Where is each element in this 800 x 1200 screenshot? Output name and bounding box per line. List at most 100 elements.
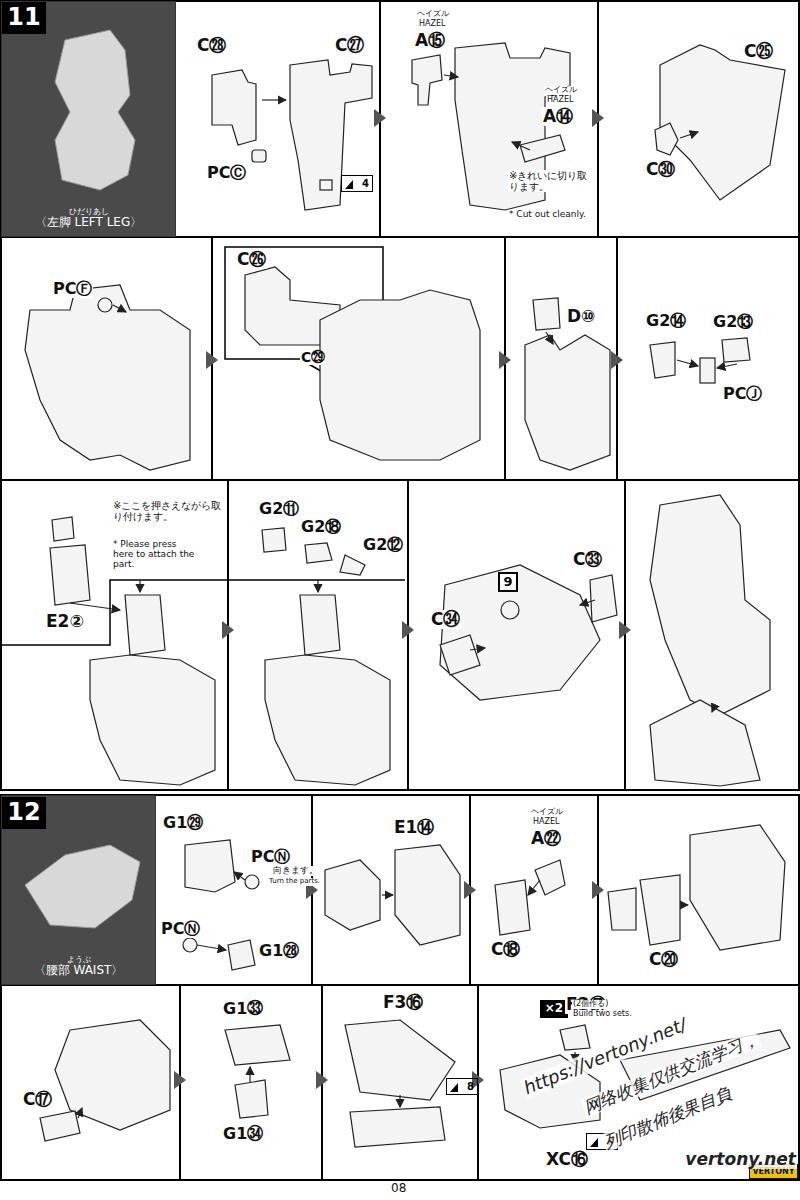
part-outline: [234, 872, 245, 880]
part-callout: D⑩: [566, 307, 597, 326]
part-callout: C㉗: [334, 36, 365, 55]
node-text: 8: [467, 1081, 474, 1093]
note-text: ヘイズル: [544, 86, 578, 95]
part-outline: [464, 881, 476, 899]
note-text: 08: [390, 1182, 407, 1195]
step-number: 11: [2, 2, 46, 34]
part-outline: [212, 70, 256, 145]
part-outline: [1, 1, 799, 790]
node-text: 〈左脚 LEFT LEG〉: [35, 216, 142, 230]
cut-reference: 4: [341, 175, 373, 192]
node-text: ようぶ: [67, 955, 91, 964]
part-outline: [677, 360, 698, 366]
part-callout: PCⒻ: [52, 280, 93, 298]
part-outline: [345, 180, 353, 189]
note-text: * Please press here to attach the part.: [112, 540, 198, 570]
part-outline: [235, 1080, 268, 1118]
part-callout: XC⑯: [545, 1150, 589, 1169]
part-callout: A⑮: [414, 31, 446, 50]
node-text: 4: [362, 178, 369, 190]
part-outline: [340, 555, 365, 575]
note-text: (2個作る): [572, 1000, 609, 1009]
part-outline: [590, 575, 617, 622]
part-outline: [125, 595, 165, 655]
part-outline: [395, 845, 460, 945]
part-callout: G2⑫: [362, 536, 404, 554]
part-outline: [139, 580, 140, 592]
part-outline: [206, 351, 218, 369]
part-callout: C⑳: [648, 950, 679, 969]
note-text: ヘイズル: [416, 10, 450, 19]
part-outline: [25, 285, 190, 470]
part-outline: [560, 1025, 590, 1050]
section-panel: ひだりあし〈左脚 LEFT LEG〉: [1, 1, 176, 237]
part-outline: [222, 621, 234, 639]
part-outline: [690, 825, 785, 950]
part-outline: [640, 875, 680, 945]
node-text: 11: [7, 4, 40, 32]
part-outline: [470, 648, 485, 650]
part-outline: [325, 860, 380, 930]
node-text: ひだりあし: [69, 207, 109, 216]
part-outline: [660, 45, 785, 200]
part-callout: G2⑭: [645, 312, 687, 330]
step-number: 12: [2, 797, 46, 829]
part-outline: [345, 1020, 455, 1100]
note-text: ヘイズル: [530, 808, 564, 817]
part-outline: [252, 150, 266, 162]
part-outline: [650, 700, 760, 786]
header-panels: [1, 1, 176, 985]
part-callout: G1㉘: [258, 942, 300, 960]
part-callout: E1⑭: [393, 818, 435, 837]
part-outline: [590, 1138, 598, 1147]
note-text: HAZEL: [546, 96, 574, 105]
part-outline: [185, 840, 235, 892]
part-outline: [712, 705, 715, 712]
part-outline: [722, 338, 750, 362]
part-outline: [374, 109, 386, 127]
cut-icons: [345, 180, 598, 1147]
node-text: 〈腰部 WAIST〉: [34, 964, 124, 978]
part-outline: [592, 881, 604, 899]
node-text: ×2: [545, 1002, 563, 1016]
part-callout: C㉚: [645, 160, 676, 179]
part-callout: PCⒸ: [206, 164, 247, 182]
part-outline: [655, 123, 678, 155]
watermark-text: 网络收集仅供交流学习，: [580, 1029, 762, 1117]
part-outline: [40, 1111, 80, 1141]
part-outline: [25, 845, 140, 928]
part-outline: [399, 1095, 400, 1107]
part-outline: [499, 351, 511, 369]
part-outline: [525, 335, 610, 470]
part-callout: F3⑯: [382, 993, 424, 1012]
cut-reference: 8: [446, 1078, 478, 1095]
part-outline: [440, 635, 480, 675]
part-outline: [98, 298, 112, 312]
part-outline: [650, 342, 675, 378]
part-outline: [412, 55, 442, 105]
part-callout: PCⓃ: [250, 848, 291, 866]
part-outline: [535, 860, 565, 895]
part-callout: C㉕: [743, 42, 774, 61]
part-outline: [320, 290, 480, 460]
note-text: 向きます。: [272, 866, 319, 876]
part-outline: [682, 904, 688, 905]
part-outline: [592, 109, 604, 127]
node-text: 9: [503, 575, 512, 590]
part-outline: [1, 795, 799, 1180]
part-outline: [50, 545, 90, 605]
part-outline: [1, 1, 176, 237]
part-outline: [300, 595, 340, 655]
part-outline: [619, 621, 631, 639]
note-text: Turn the parts.: [268, 878, 321, 886]
part-callout: G1㉞: [222, 1125, 264, 1143]
watermark-text: vertony.net: [684, 1150, 797, 1169]
part-outline: [501, 601, 519, 619]
part-callout: C⑱: [490, 940, 521, 959]
part-outline: [680, 132, 698, 138]
part-outline: [228, 940, 255, 970]
part-outline: [350, 1107, 445, 1147]
part-callout: C㉝: [572, 550, 603, 569]
